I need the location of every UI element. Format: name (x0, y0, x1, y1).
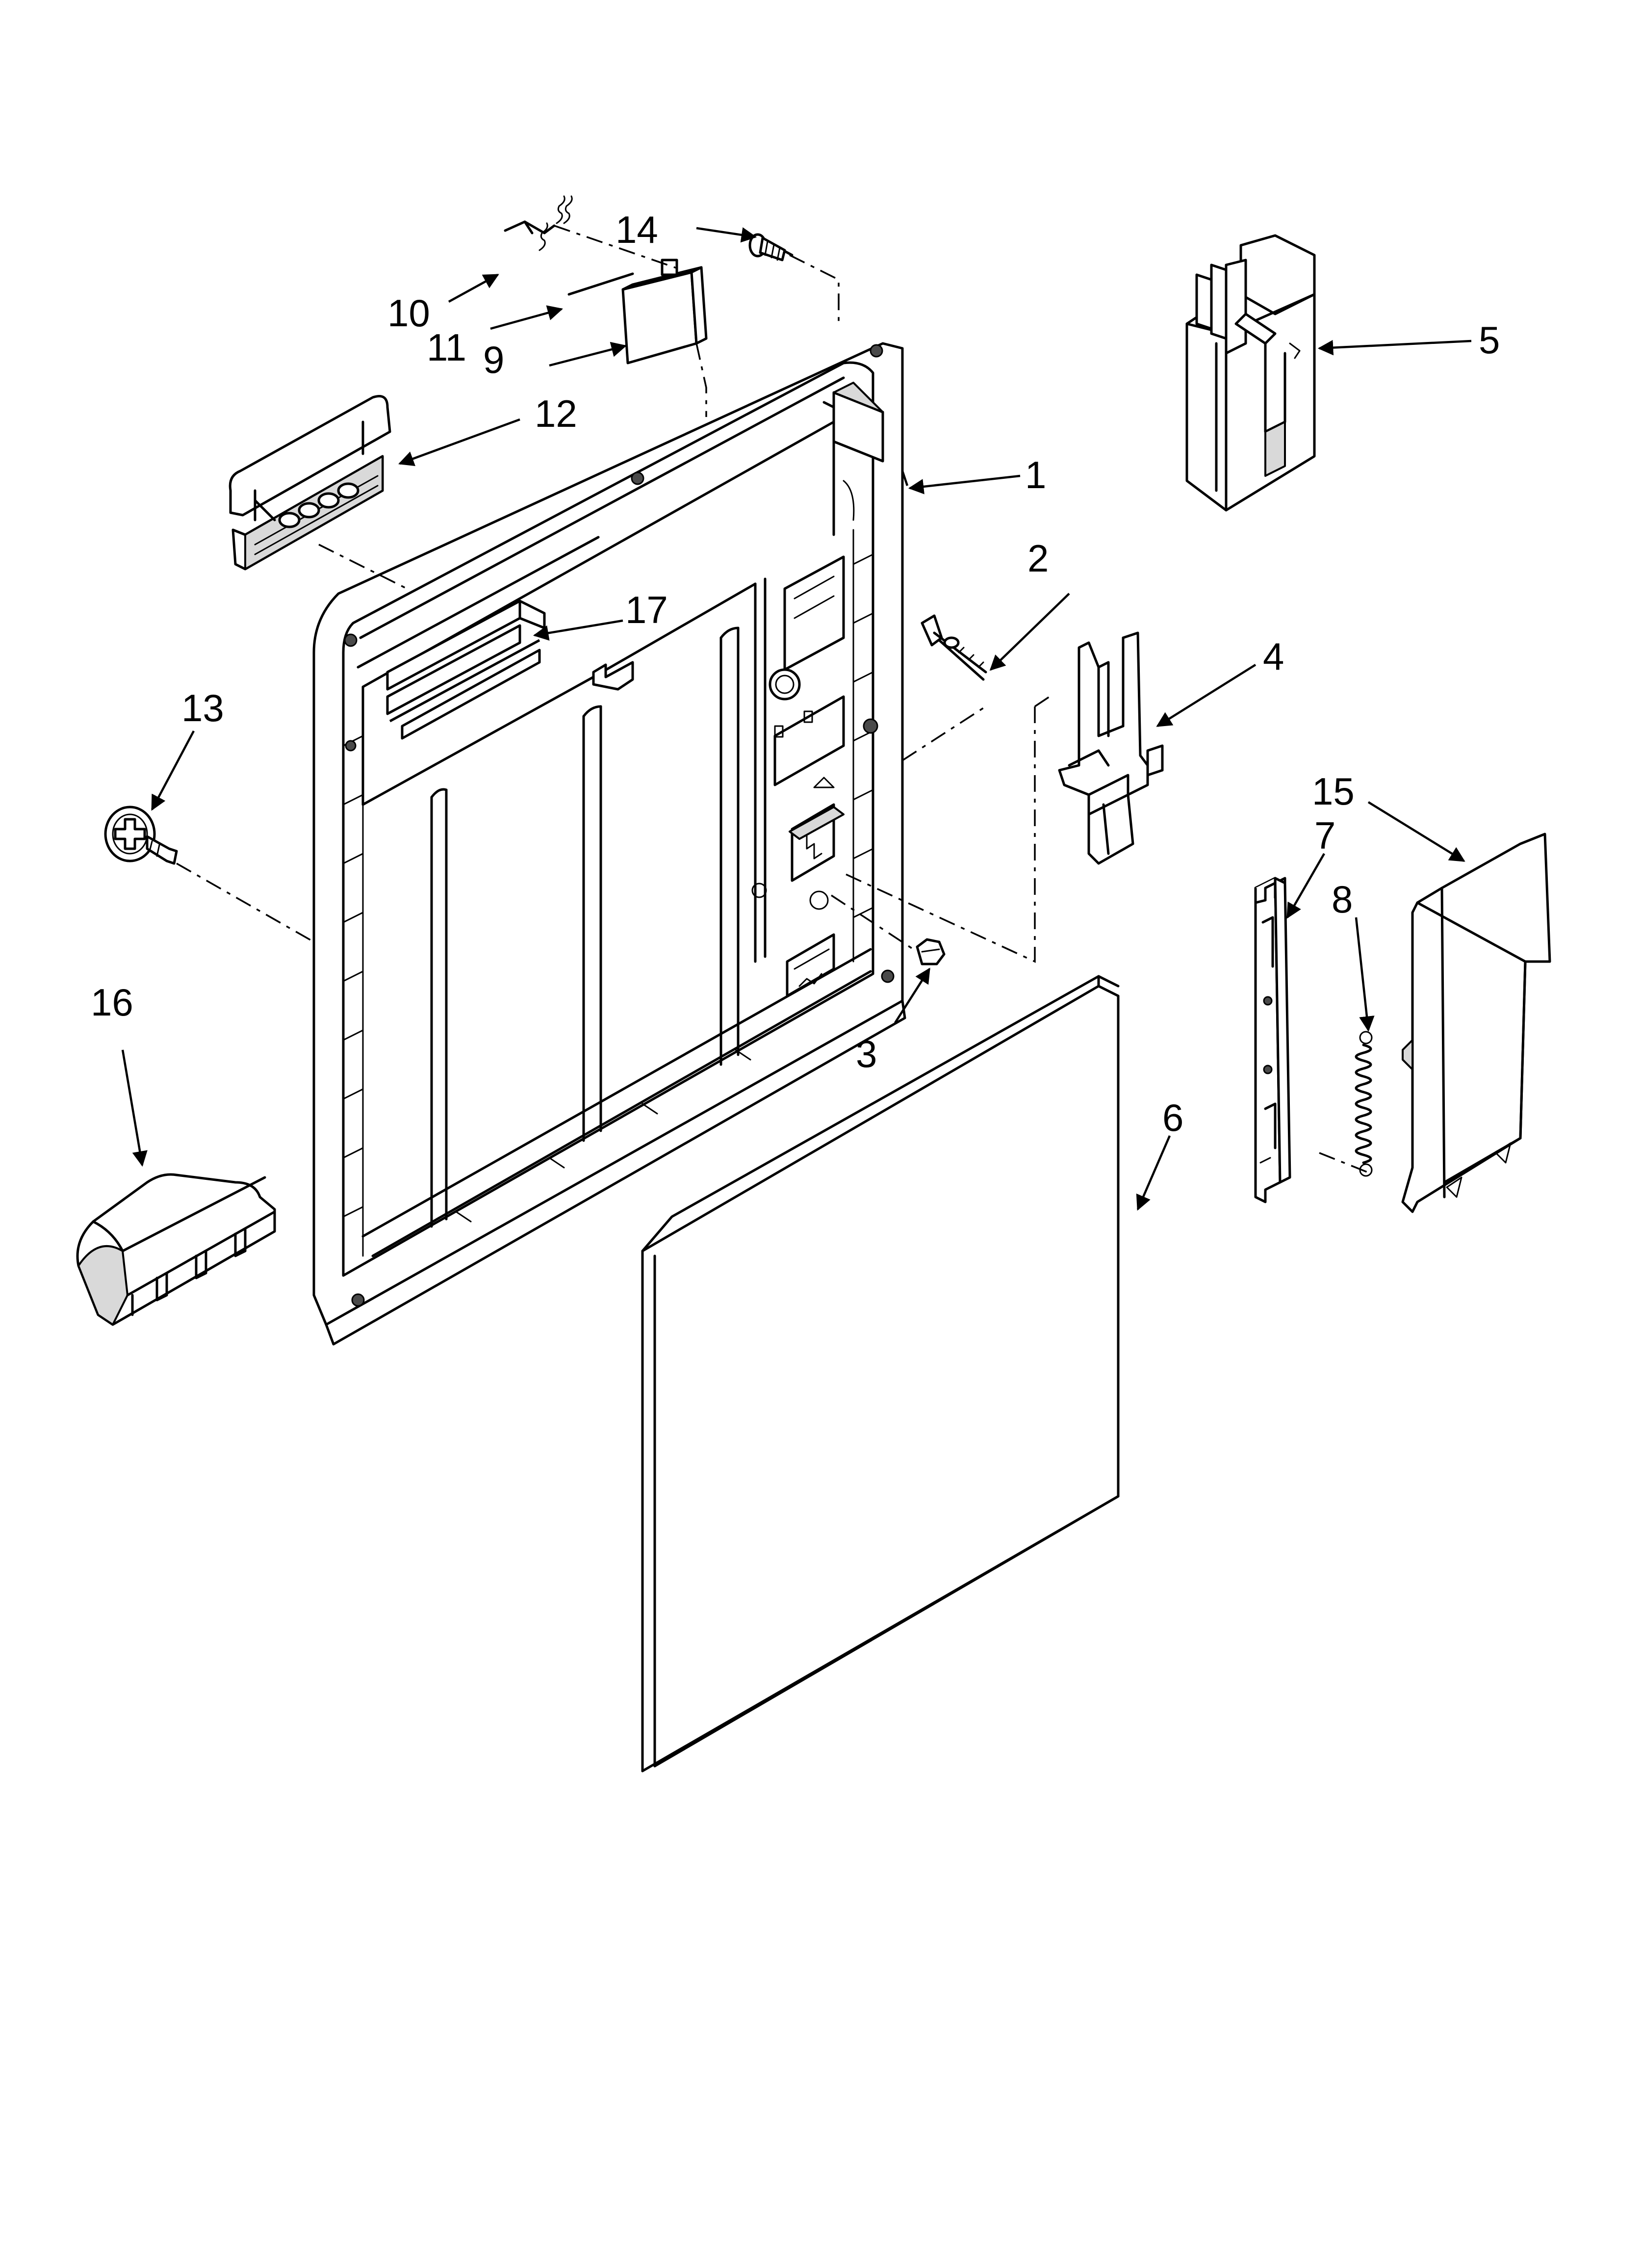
part-14-screw (748, 233, 794, 261)
callout-4: 4 (1263, 635, 1284, 678)
callout-13: 13 (181, 686, 224, 730)
callout-1: 1 (1025, 453, 1046, 496)
dispenser-cavity (769, 555, 878, 788)
part-6-outer-door-panel (641, 975, 1120, 1773)
callout-5: 5 (1479, 318, 1500, 362)
part-8-extension-spring (1355, 1031, 1373, 1177)
callout-8: 8 (1332, 878, 1353, 921)
part-13-knob (104, 806, 178, 865)
right-wall-notches (852, 529, 874, 963)
part-12-handle (229, 395, 391, 571)
part-2-latch-spring (921, 614, 987, 681)
callout-17: 17 (625, 588, 668, 631)
part-4-door-latch (1058, 631, 1164, 865)
callout-2: 2 (1027, 537, 1049, 580)
part-7-spring-link (1254, 877, 1291, 1203)
callout-11: 11 (427, 326, 466, 369)
callout-12: 12 (535, 392, 577, 435)
callout-15: 15 (1312, 770, 1355, 813)
callout-3: 3 (856, 1032, 877, 1075)
part-11-rod (567, 272, 634, 296)
part-9-cover (621, 259, 708, 365)
callout-7: 7 (1314, 814, 1335, 857)
part-15-side-trim (1401, 833, 1551, 1213)
part-3-nut (916, 938, 946, 965)
latch-mount-block (751, 803, 845, 997)
callout-6: 6 (1162, 1096, 1183, 1139)
callout-14: 14 (616, 208, 658, 251)
callout-labels: 1 2 3 4 5 6 7 8 9 10 11 12 13 14 15 16 1… (91, 208, 1500, 1139)
part-5-latch-housing (1185, 234, 1316, 512)
callout-leaders (121, 227, 1472, 1211)
part-17-vent-slots (386, 600, 546, 740)
callout-16: 16 (91, 981, 133, 1024)
part-1-inner-door-panel (312, 342, 906, 1346)
part-16-end-cap (76, 1173, 276, 1326)
assembly-lines (176, 225, 1369, 1173)
callout-10: 10 (387, 291, 430, 335)
callout-9: 9 (483, 338, 504, 381)
part-10-spring-clip (504, 195, 573, 251)
